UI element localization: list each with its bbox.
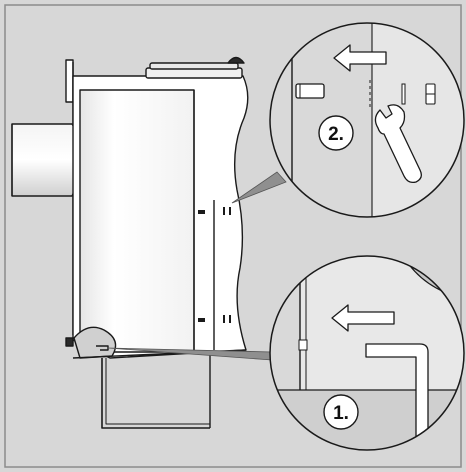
frame-border [4, 4, 462, 468]
stove [11, 56, 249, 429]
step-label-lower: 1. [333, 403, 349, 424]
allen-key-icon [365, 343, 429, 450]
wrench-icon [374, 104, 422, 184]
adjuster-slot-upper-a [223, 207, 225, 215]
adjuster-mark-upper [198, 210, 205, 214]
arrow-left-icon [333, 44, 387, 72]
top-knob [227, 56, 245, 64]
step-badge-upper [318, 115, 354, 151]
flue-pipe [11, 123, 83, 197]
adjuster-slot-icon [401, 83, 406, 105]
adjuster-slot-lower-b [229, 315, 231, 323]
wall-notch [298, 339, 308, 351]
step-badge-lower [323, 394, 359, 430]
rear-bracket [65, 59, 74, 103]
bolt-pin [295, 83, 325, 99]
leader-lines [107, 171, 287, 361]
callout-upper: 2. [269, 22, 465, 218]
base-knob [65, 337, 74, 347]
inner-chamber [79, 89, 195, 353]
adjuster-mark-lower [198, 318, 205, 322]
pedestal-left [101, 358, 210, 429]
arrow-left-icon-lower [331, 304, 395, 332]
pedestal-right [105, 358, 210, 425]
adjuster-slot-upper-b [229, 207, 231, 215]
adjuster-slot-lower-a [223, 315, 225, 323]
step-label-upper: 2. [328, 124, 344, 145]
leader-upper [231, 171, 287, 204]
top-cap-rim [149, 62, 239, 70]
